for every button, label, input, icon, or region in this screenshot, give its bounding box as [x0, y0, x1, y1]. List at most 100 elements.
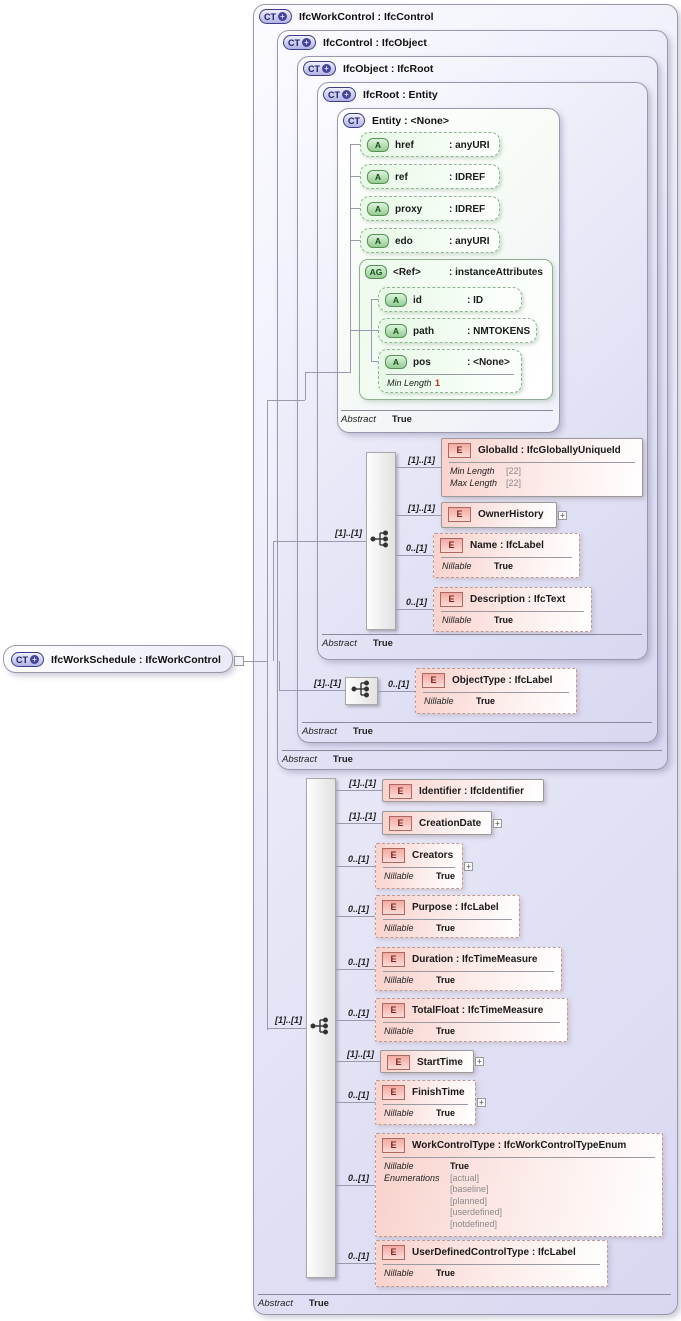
element-badge: E [382, 1085, 405, 1100]
expand-icon[interactable]: + [493, 819, 502, 828]
element-label: Identifier : IfcIdentifier [419, 786, 525, 797]
abstract-value: True [391, 414, 412, 425]
complextype-badge: CT+ [11, 652, 44, 667]
type-header-root: CT+IfcRoot : Entity [323, 87, 438, 102]
facet-row: Enumerations[actual][baseline][planned][… [376, 1173, 662, 1231]
complextype-badge: CT+ [323, 87, 356, 102]
attribute-name: href [395, 139, 414, 151]
element-label: Duration : IfcTimeMeasure [412, 954, 538, 965]
attribute-name: pos [413, 356, 431, 368]
facet-value: [22] [506, 466, 522, 476]
attribute-type: : NMTOKENS [467, 325, 531, 337]
facet-values: [actual][baseline][planned][userdefined]… [450, 1173, 502, 1231]
facet-value: True [450, 1161, 470, 1171]
abstract-label: Abstract [282, 754, 317, 765]
facet-separator [383, 919, 512, 920]
attribute-type: : IDREF [449, 171, 486, 183]
collapse-handle[interactable] [234, 656, 244, 666]
connector-line [336, 1061, 380, 1062]
facet-row: Nillable True [376, 1268, 607, 1280]
connector-line [371, 330, 378, 331]
connector-line [396, 515, 441, 516]
sequence-icon [310, 1017, 332, 1040]
facet-value: True [436, 1268, 456, 1278]
connector-line [273, 542, 274, 661]
type-title-control: IfcControl : IfcObject [323, 36, 427, 49]
cardinality-label: [1]..[1] [349, 811, 376, 821]
attribute-badge: A [385, 293, 407, 307]
facet-separator [449, 462, 635, 463]
facet-value: True [494, 561, 514, 571]
connector-line [267, 1028, 306, 1029]
connector-line [336, 1020, 375, 1021]
connector-line [336, 790, 382, 791]
connector-line [396, 467, 441, 468]
attribute-type: : anyURI [449, 139, 490, 151]
cardinality-label: 0..[1] [347, 1251, 369, 1261]
facet-name: Nillable [384, 1268, 414, 1278]
connector-line [396, 609, 433, 610]
cardinality-label: [1]..[1] [408, 503, 435, 513]
expand-icon[interactable]: + [477, 1098, 486, 1107]
attribute-badge: A [367, 138, 389, 152]
facet-name: Nillable [384, 923, 414, 933]
expand-icon[interactable]: + [464, 862, 473, 871]
facet-value: [notdefined] [450, 1218, 498, 1229]
type-box-work-schedule[interactable]: CT+IfcWorkSchedule : IfcWorkControl [3, 645, 233, 673]
element-badge: E [382, 848, 405, 863]
connector-line [336, 1185, 375, 1186]
element-label: GlobalId : IfcGloballyUniqueId [478, 445, 621, 456]
attribute-group-header: AG<Ref>: instanceAttributes [360, 260, 552, 284]
cardinality-label: [1]..[1] [275, 1015, 302, 1025]
element-badge: E [382, 1245, 405, 1260]
attribute-badge: A [367, 234, 389, 248]
expand-icon[interactable]: + [475, 1057, 484, 1066]
cardinality-label: 0..[1] [347, 957, 369, 967]
element-badge: E [448, 507, 471, 522]
attribute-type: : anyURI [449, 235, 490, 247]
attribute-badge: A [367, 170, 389, 184]
facet-value: [baseline] [450, 1184, 489, 1194]
element-label: Purpose : IfcLabel [412, 902, 499, 913]
facet-value: [22] [506, 477, 522, 488]
facet-value: True [436, 975, 456, 985]
expand-icon[interactable]: + [558, 511, 567, 520]
type-header-object: CT+IfcObject : IfcRoot [303, 61, 433, 76]
type-title-work-control: IfcWorkControl : IfcControl [299, 10, 434, 23]
type-header-control: CT+IfcControl : IfcObject [283, 35, 427, 50]
